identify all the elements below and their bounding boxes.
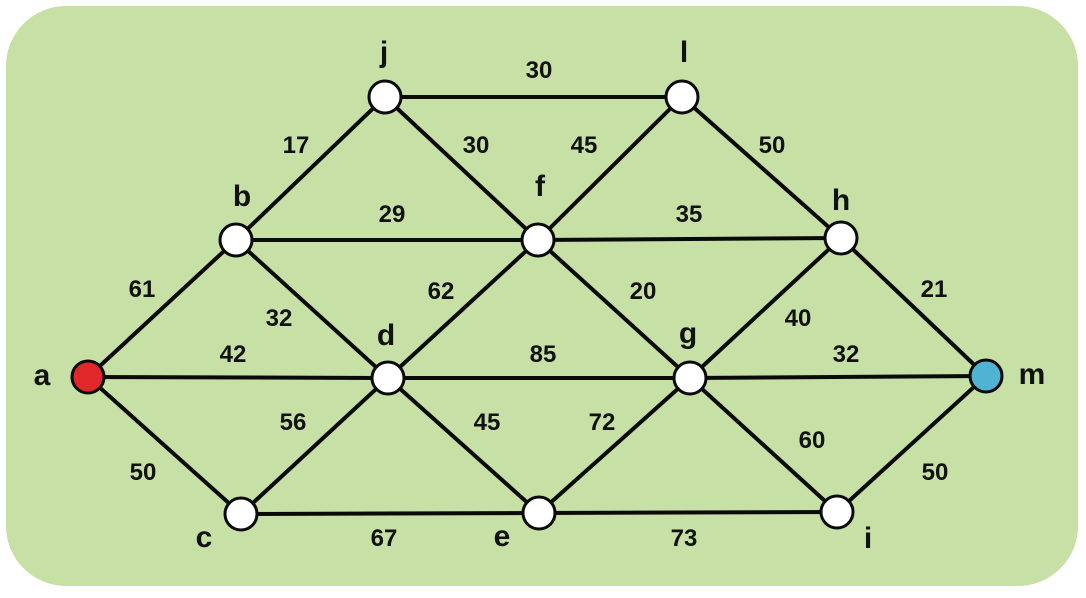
node-b <box>218 222 254 258</box>
node-f <box>520 222 556 258</box>
edge-weight-a-b: 61 <box>129 276 156 303</box>
node-label-g: g <box>679 317 697 350</box>
edge-f-g <box>536 238 692 380</box>
edge-i-m <box>835 374 988 514</box>
edge-weight-f-l: 45 <box>571 132 598 159</box>
edge-weight-b-j: 17 <box>283 132 310 159</box>
edge-d-f <box>386 238 540 380</box>
edge-j-f <box>383 95 540 242</box>
edge-weight-c-d: 56 <box>280 409 307 436</box>
edge-weight-l-h: 50 <box>759 132 786 159</box>
node-g <box>672 360 708 396</box>
node-a <box>70 359 106 395</box>
edge-weight-j-l: 30 <box>526 57 553 84</box>
node-m <box>968 358 1004 394</box>
edges-layer <box>86 95 988 516</box>
node-label-e: e <box>494 520 511 553</box>
node-label-f: f <box>535 170 546 203</box>
node-c <box>223 496 259 532</box>
edge-b-d <box>234 238 390 380</box>
node-l <box>664 79 700 115</box>
edge-e-g <box>537 376 692 515</box>
edge-weight-d-e: 45 <box>474 409 501 436</box>
edge-weight-a-d: 42 <box>220 341 247 368</box>
edge-f-l <box>536 95 684 242</box>
edge-weight-h-m: 21 <box>921 276 948 303</box>
edge-h-m <box>839 236 988 378</box>
node-label-i: i <box>864 522 872 555</box>
edge-weight-f-g: 20 <box>630 278 657 305</box>
node-label-l: l <box>680 36 688 69</box>
edge-weight-b-d: 32 <box>266 305 293 332</box>
node-h <box>823 220 859 256</box>
edge-f-h <box>536 236 843 242</box>
edge-weight-g-i: 60 <box>799 427 826 454</box>
edge-weight-j-f: 30 <box>463 132 490 159</box>
node-i <box>819 494 855 530</box>
edge-weight-g-m: 32 <box>833 341 860 368</box>
edge-weight-i-m: 50 <box>922 459 949 486</box>
edge-g-h <box>688 236 843 380</box>
node-label-d: d <box>377 319 395 352</box>
edge-d-e <box>386 376 541 515</box>
edge-a-d <box>86 375 390 380</box>
edge-weight-d-f: 62 <box>428 278 455 305</box>
edge-weights-layer: 30 17 30 45 50 29 35 61 32 62 20 40 21 42 85 32 56 45 72 60… <box>129 57 949 552</box>
edge-weight-d-g: 85 <box>530 341 557 368</box>
node-label-j: j <box>379 36 388 69</box>
edge-weight-e-g: 72 <box>589 409 616 436</box>
node-label-a: a <box>34 359 51 392</box>
edge-weight-g-h: 40 <box>785 305 812 332</box>
nodes-layer <box>70 79 1004 532</box>
node-j <box>367 79 403 115</box>
edge-weight-a-c: 50 <box>130 459 157 486</box>
edge-e-i <box>537 510 839 515</box>
node-label-c: c <box>196 521 213 554</box>
edge-l-h <box>680 95 843 240</box>
background-panel <box>2 2 1082 590</box>
edge-g-m <box>688 374 988 380</box>
edge-c-d <box>239 376 390 516</box>
edge-weight-e-i: 73 <box>671 525 698 552</box>
node-label-m: m <box>1019 358 1046 391</box>
node-d <box>370 360 406 396</box>
edge-b-j <box>234 95 387 242</box>
edge-weight-b-f: 29 <box>379 201 406 228</box>
node-label-b: b <box>233 180 251 213</box>
edge-c-e <box>239 511 541 516</box>
edge-a-c <box>86 375 243 516</box>
node-e <box>521 495 557 531</box>
node-labels-layer: a b c d e f g h i j l m <box>34 36 1046 555</box>
edge-weight-c-e: 67 <box>371 525 398 552</box>
edge-weight-f-h: 35 <box>676 201 703 228</box>
edge-a-b <box>86 238 238 379</box>
edge-g-i <box>688 376 839 514</box>
node-label-h: h <box>832 184 850 217</box>
